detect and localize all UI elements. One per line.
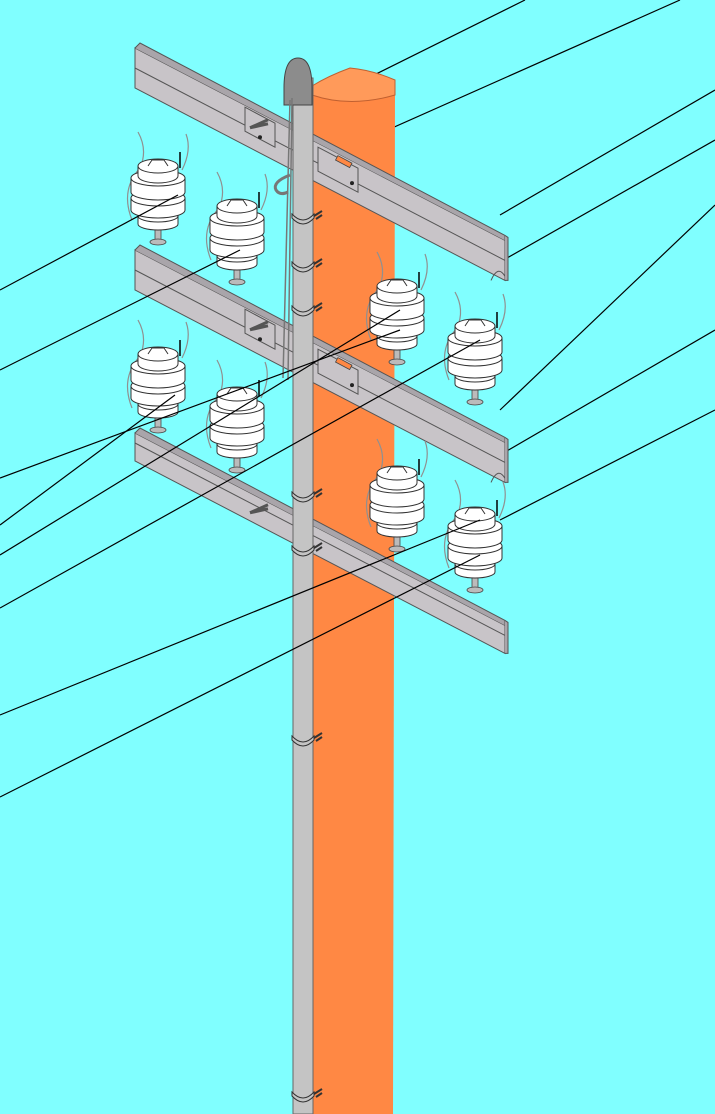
crossarm <box>134 42 509 282</box>
conduit-clamp <box>291 302 323 317</box>
crossarm-end-lip <box>490 472 506 483</box>
pin-insulator <box>365 251 428 366</box>
front-conductors <box>0 194 481 798</box>
pin-insulator <box>443 479 506 594</box>
clamp-screw <box>313 210 323 220</box>
clamp-screw <box>313 1088 323 1098</box>
bracket-bolt-hole <box>350 383 354 388</box>
pin-insulator <box>443 291 506 406</box>
conductor-line <box>367 0 526 79</box>
conduit-clamp <box>291 732 323 747</box>
crossarm-group <box>134 42 509 655</box>
pin-insulators <box>126 131 506 594</box>
tie-wire <box>420 253 428 291</box>
conductor-line <box>499 89 715 216</box>
pin-nut <box>388 358 406 366</box>
weatherhead-cap <box>283 57 313 106</box>
conductor-line <box>0 339 481 609</box>
clamp-screw <box>313 488 323 498</box>
crossarm-seam <box>134 442 506 636</box>
conduit-clamp <box>291 258 323 273</box>
concrete-pole <box>311 67 396 1114</box>
insulator-crown <box>464 319 486 327</box>
clamp-strap <box>291 212 315 225</box>
tie-wire <box>420 440 428 478</box>
pin-nut <box>149 426 167 434</box>
service-drop-cable <box>282 97 293 381</box>
crossarm-end <box>504 436 509 483</box>
crossarm-end <box>504 234 509 281</box>
through-bolt <box>334 155 353 169</box>
bolt-stub <box>249 118 269 130</box>
tie-wire <box>181 133 189 171</box>
back-conductors <box>367 0 715 521</box>
clamp-strap <box>291 544 315 557</box>
tie-wire <box>498 481 506 519</box>
clamp-strap <box>291 490 315 503</box>
crossarm-end <box>504 619 509 654</box>
pin-nut <box>466 586 484 594</box>
insulator-crown <box>386 279 408 287</box>
clamp-strap <box>291 260 315 273</box>
riser-conduit <box>282 57 314 1114</box>
conductor-line <box>499 139 715 263</box>
crossarm-end-lip <box>490 270 506 281</box>
conductor-line <box>0 249 241 371</box>
bracket-bolt-hole <box>350 181 354 186</box>
clamp-screw <box>313 258 323 268</box>
conduit-clamps <box>273 173 323 1103</box>
insulator-crown <box>464 507 486 515</box>
conductor-line <box>0 519 481 716</box>
pin-insulator <box>205 171 268 286</box>
conductor-line <box>0 194 179 291</box>
conduit-clamp <box>291 542 323 557</box>
pin-insulator <box>126 131 189 246</box>
clamp-screw <box>313 732 323 742</box>
conductor-line <box>391 0 681 129</box>
clamp-screw <box>313 542 323 552</box>
conductor-line <box>0 554 481 798</box>
conduit-clamp <box>291 210 323 225</box>
conductor-line <box>499 409 715 521</box>
conductor-line <box>0 329 401 479</box>
clamp-strap <box>291 734 315 747</box>
tie-wire <box>260 173 268 211</box>
bracket-bolt-hole <box>258 135 262 140</box>
conductor-line <box>0 394 176 526</box>
clamp-strap <box>291 304 315 317</box>
bolt-stub <box>249 503 269 515</box>
tie-wire <box>498 293 506 331</box>
pin-nut <box>228 466 246 474</box>
conduit-clamp <box>291 488 323 503</box>
conduit-clamp <box>291 1088 323 1103</box>
mounting-bracket <box>244 106 276 149</box>
insulator-crown <box>386 466 408 474</box>
insulator-crown <box>147 347 169 355</box>
conductor-line <box>0 309 401 556</box>
conductor-line <box>499 204 715 411</box>
conduit-pipe <box>292 77 314 1114</box>
clamp-screw <box>313 302 323 312</box>
bolt-stub <box>249 320 269 332</box>
pin-nut <box>228 278 246 286</box>
pole-top-face <box>311 67 396 102</box>
insulator-crown <box>226 199 248 207</box>
pin-insulator <box>365 438 428 553</box>
crossarm <box>134 244 509 484</box>
through-bolt <box>334 357 353 371</box>
mounting-bracket <box>244 308 276 351</box>
conductor-line <box>499 329 715 456</box>
pin-nut <box>466 398 484 406</box>
insulator-crown <box>147 159 169 167</box>
cable-hook <box>273 173 291 196</box>
bracket-bolt-hole <box>258 337 262 342</box>
clamp-strap <box>291 1090 315 1103</box>
pin-nut <box>388 545 406 553</box>
pin-nut <box>149 238 167 246</box>
tie-wire <box>181 321 189 359</box>
